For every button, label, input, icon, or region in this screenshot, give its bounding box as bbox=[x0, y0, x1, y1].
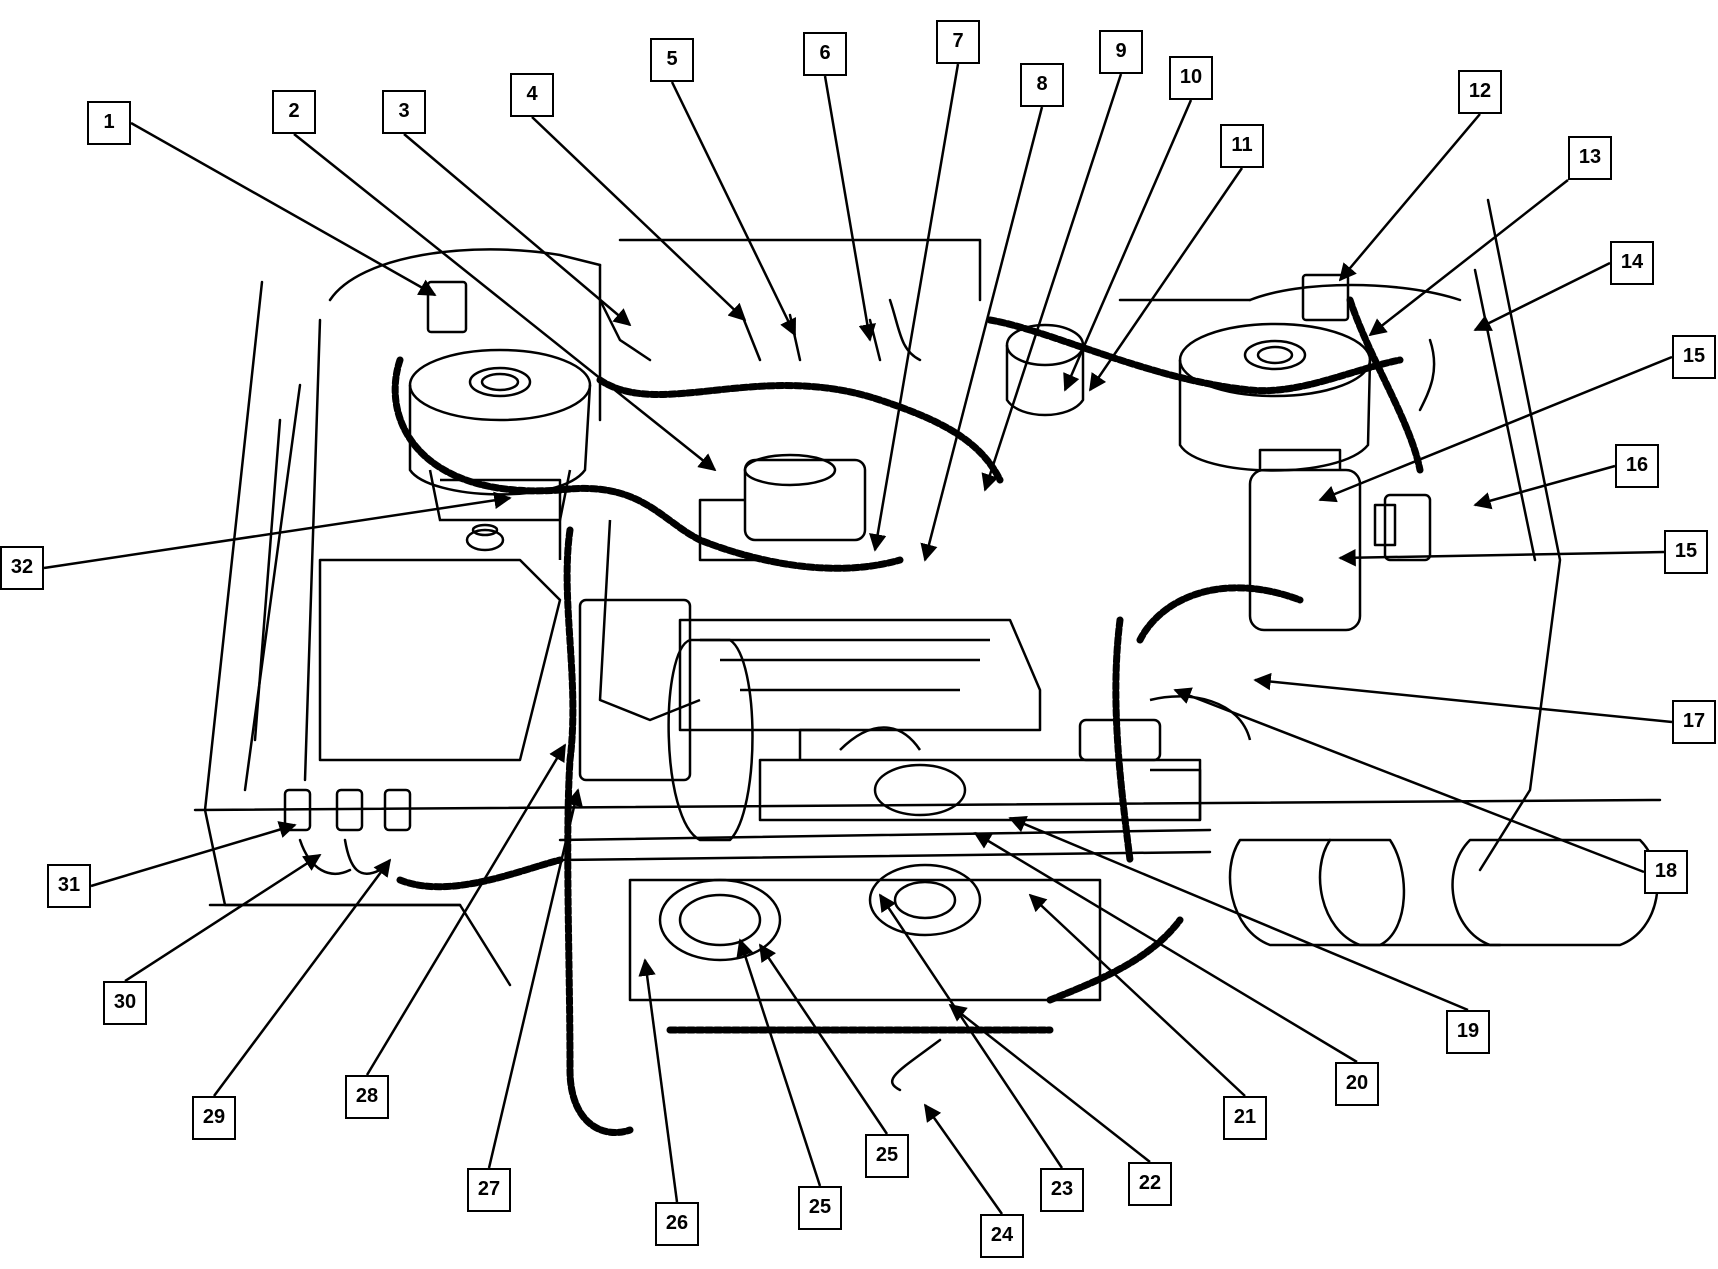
callout-label-27: 25 bbox=[798, 1186, 842, 1230]
leader-line-12 bbox=[1338, 113, 1481, 282]
leader-line-34 bbox=[43, 491, 512, 570]
leader-line-15 bbox=[1318, 355, 1673, 503]
leader-line-29 bbox=[487, 788, 583, 1169]
leader-line-14 bbox=[1473, 261, 1611, 332]
leader-line-27 bbox=[736, 938, 822, 1187]
leader-line-11 bbox=[1088, 167, 1244, 392]
callout-label-24: 23 bbox=[1040, 1168, 1084, 1212]
leader-line-5 bbox=[670, 81, 797, 337]
leader-line-23 bbox=[948, 1003, 1151, 1163]
callout-label-33: 31 bbox=[47, 864, 91, 908]
left-strut-tower bbox=[408, 348, 592, 522]
leader-line-18 bbox=[1253, 672, 1673, 724]
callout-label-28: 26 bbox=[655, 1202, 699, 1246]
callout-label-3: 3 bbox=[382, 90, 426, 134]
callout-label-12: 12 bbox=[1458, 70, 1502, 114]
callout-label-26: 25 bbox=[865, 1134, 909, 1178]
callout-label-30: 28 bbox=[345, 1075, 389, 1119]
callout-label-7: 7 bbox=[936, 20, 980, 64]
callout-leader-lines bbox=[43, 63, 1673, 1215]
callout-label-20: 19 bbox=[1446, 1010, 1490, 1054]
callout-label-6: 6 bbox=[803, 32, 847, 76]
callout-label-19: 18 bbox=[1644, 850, 1688, 894]
leader-line-31 bbox=[212, 858, 392, 1097]
leader-line-21 bbox=[973, 831, 1358, 1064]
leader-line-9 bbox=[981, 73, 1123, 492]
callout-label-25: 24 bbox=[980, 1214, 1024, 1258]
callout-label-4: 4 bbox=[510, 73, 554, 117]
leader-line-33 bbox=[90, 821, 297, 888]
callout-label-31: 29 bbox=[192, 1096, 236, 1140]
leader-line-25 bbox=[923, 1103, 1004, 1215]
wiring-harness bbox=[391, 296, 1424, 1136]
leader-line-20 bbox=[1008, 816, 1469, 1012]
callout-label-16: 15 bbox=[1664, 530, 1708, 574]
leader-line-32 bbox=[124, 853, 322, 983]
leader-line-3 bbox=[403, 133, 632, 327]
leader-line-2 bbox=[293, 133, 717, 472]
callout-label-13: 13 bbox=[1568, 136, 1612, 180]
leader-line-7 bbox=[869, 63, 960, 552]
engine-block bbox=[283, 273, 1432, 1002]
leader-line-22 bbox=[1028, 893, 1246, 1097]
leader-line-16 bbox=[1338, 548, 1665, 567]
leader-line-19 bbox=[1173, 687, 1645, 874]
callout-label-11: 11 bbox=[1220, 124, 1264, 168]
leader-line-28 bbox=[638, 958, 679, 1203]
callout-label-9: 9 bbox=[1099, 30, 1143, 74]
leader-line-6 bbox=[823, 75, 876, 342]
callout-label-23: 22 bbox=[1128, 1162, 1172, 1206]
leader-line-17 bbox=[1473, 464, 1616, 510]
callout-label-34: 32 bbox=[0, 546, 44, 590]
callout-label-14: 14 bbox=[1610, 241, 1654, 285]
callout-label-10: 10 bbox=[1169, 56, 1213, 100]
leader-line-8 bbox=[920, 106, 1044, 562]
leader-line-1 bbox=[130, 121, 437, 297]
leader-line-30 bbox=[365, 743, 567, 1076]
callout-label-8: 8 bbox=[1020, 63, 1064, 107]
callout-label-32: 30 bbox=[103, 981, 147, 1025]
callout-label-2: 2 bbox=[272, 90, 316, 134]
leader-line-24 bbox=[878, 893, 1064, 1169]
callout-label-15: 15 bbox=[1672, 335, 1716, 379]
callout-label-29: 27 bbox=[467, 1168, 511, 1212]
right-strut-tower bbox=[1178, 322, 1372, 472]
callout-label-18: 17 bbox=[1672, 700, 1716, 744]
callout-label-21: 20 bbox=[1335, 1062, 1379, 1106]
callout-label-5: 5 bbox=[650, 38, 694, 82]
callout-label-1: 1 bbox=[87, 101, 131, 145]
leader-line-26 bbox=[758, 943, 889, 1135]
leader-line-13 bbox=[1368, 179, 1569, 337]
leader-line-4 bbox=[531, 116, 747, 322]
callout-label-22: 21 bbox=[1223, 1096, 1267, 1140]
callout-label-17: 16 bbox=[1615, 444, 1659, 488]
leader-line-10 bbox=[1063, 99, 1193, 392]
body-outline bbox=[193, 198, 1662, 987]
